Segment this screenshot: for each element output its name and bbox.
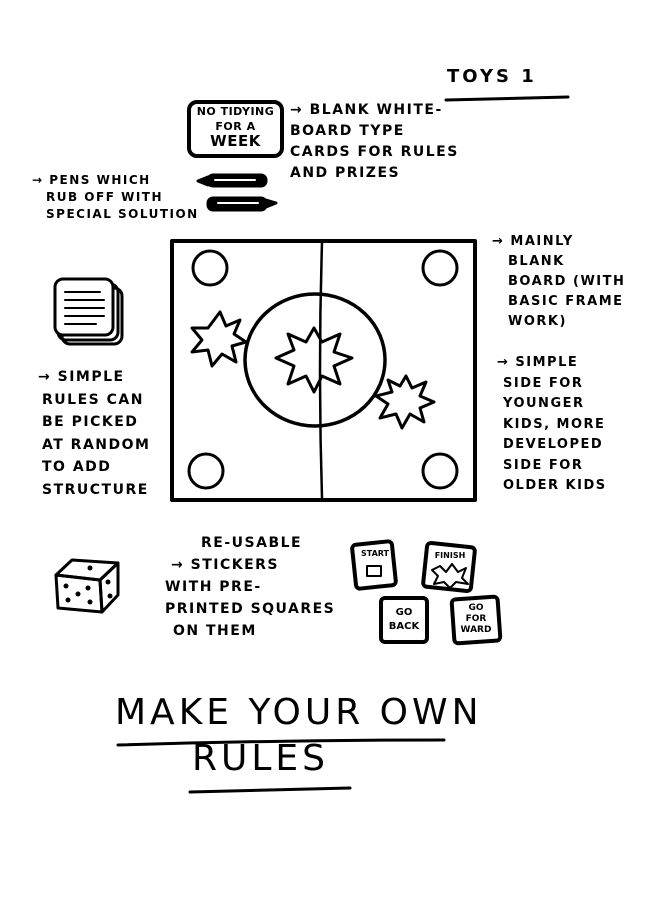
note-line: RULES CAN — [42, 391, 144, 408]
note-line: OLDER KIDS — [503, 478, 607, 493]
title-underline — [116, 738, 446, 747]
note-line: BLANK — [508, 254, 565, 269]
note-simple-rules: → SIMPLE RULES CAN BE PICKED AT RANDOM T… — [38, 366, 150, 501]
note-stickers: RE-USABLE → STICKERS WITH PRE- PRINTED S… — [165, 532, 335, 642]
sticker-finish — [421, 541, 477, 593]
note-line: → MAINLY — [492, 234, 574, 249]
sticker-go-forward — [449, 594, 503, 646]
sticker-go-back-label: GO BACK — [381, 606, 427, 634]
title-underline — [188, 786, 352, 794]
sticker-line: BACK — [388, 621, 420, 632]
star-icon — [274, 326, 354, 394]
game-board — [170, 239, 477, 502]
note-whiteboard-cards: → BLANK WHITE- BOARD TYPE CARDS FOR RULE… — [290, 100, 459, 184]
sticker-line: GO — [395, 607, 413, 618]
note-line: YOUNGER — [503, 396, 585, 411]
note-line: KIDS, MORE — [503, 416, 606, 432]
note-line: WITH PRE- — [165, 579, 262, 595]
note-line: BASIC FRAME — [508, 294, 624, 309]
card-line: NO TIDYING — [196, 105, 275, 118]
note-pens: → PENS WHICH RUB OFF WITH SPECIAL SOLUTI… — [32, 172, 199, 223]
note-line: SIDE FOR — [503, 457, 584, 473]
rule-cards-stack-icon — [53, 277, 124, 346]
sticker-start-label: START — [360, 549, 390, 558]
note-line: CARDS FOR RULES — [290, 144, 459, 160]
title-line-2: RULES — [192, 738, 330, 779]
dice-icon — [54, 558, 120, 614]
note-line: BOARD TYPE — [290, 123, 405, 139]
note-line: RUB OFF WITH — [46, 190, 164, 204]
pen-icon — [206, 196, 278, 212]
sticker-line: GO — [468, 603, 484, 613]
sticker-start — [350, 539, 398, 591]
title-line-1: MAKE YOUR OWN — [115, 692, 483, 733]
sticker-line: WARD — [460, 625, 492, 635]
note-line: → BLANK WHITE- — [290, 102, 443, 118]
note-line: → SIMPLE — [497, 355, 579, 370]
note-line: TO ADD — [42, 459, 112, 475]
note-line: AT RANDOM — [42, 436, 151, 453]
note-line: WORK) — [508, 314, 567, 329]
note-line: SPECIAL SOLUTION — [46, 207, 199, 221]
note-line: → STICKERS — [171, 557, 279, 573]
note-line: ON THEM — [173, 623, 257, 639]
label-underline — [444, 95, 570, 102]
sticker-finish-label: FINISH — [434, 551, 466, 560]
note-simple-side: → SIMPLE SIDE FOR YOUNGER KIDS, MORE DEV… — [497, 353, 607, 497]
prize-card — [187, 100, 284, 158]
sticker-go-back — [379, 596, 429, 644]
prize-card-text: NO TIDYING FOR A WEEK — [189, 104, 282, 149]
note-line: STRUCTURE — [42, 481, 149, 498]
note-line: → SIMPLE — [38, 369, 125, 385]
note-line: BE PICKED — [42, 414, 139, 430]
star-icon — [374, 374, 436, 430]
page-label: TOYS 1 — [447, 66, 537, 87]
card-line: WEEK — [210, 132, 261, 150]
sticker-go-forward-label: GO FOR WARD — [453, 603, 499, 636]
card-line: FOR A — [215, 120, 256, 133]
pen-icon — [196, 173, 268, 188]
note-mainly-blank: → MAINLY BLANK BOARD (WITH BASIC FRAME W… — [492, 232, 625, 332]
note-line: → PENS WHICH — [32, 173, 151, 187]
note-line: RE-USABLE — [201, 535, 303, 551]
note-line: AND PRIZES — [290, 165, 401, 181]
sticker-line: FOR — [465, 614, 487, 624]
note-line: DEVELOPED — [503, 437, 604, 452]
note-line: PRINTED SQUARES — [165, 601, 336, 617]
note-line: SIDE FOR — [503, 375, 584, 391]
star-icon — [190, 310, 248, 368]
note-line: BOARD (WITH — [508, 274, 626, 289]
